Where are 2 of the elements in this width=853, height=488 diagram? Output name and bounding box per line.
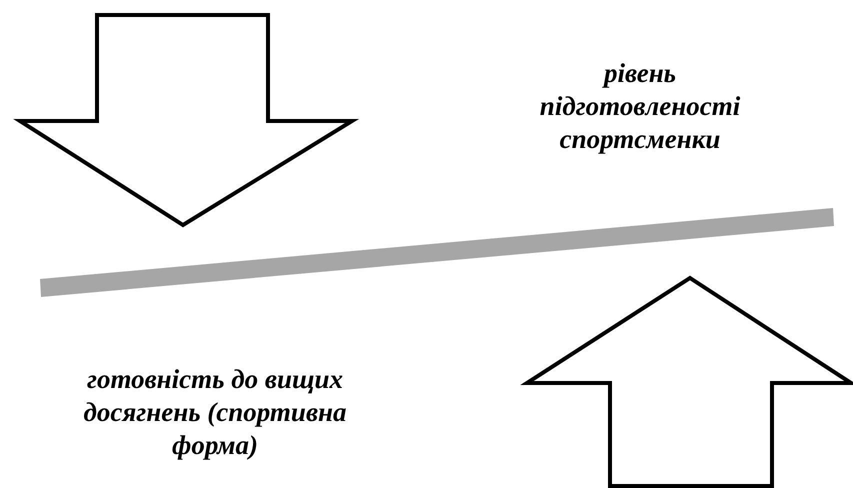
text-label: рівень підготовленості спортсменки (538, 57, 742, 156)
text-label: готовність до вищих досягнень (спортивна форма) (82, 363, 348, 462)
